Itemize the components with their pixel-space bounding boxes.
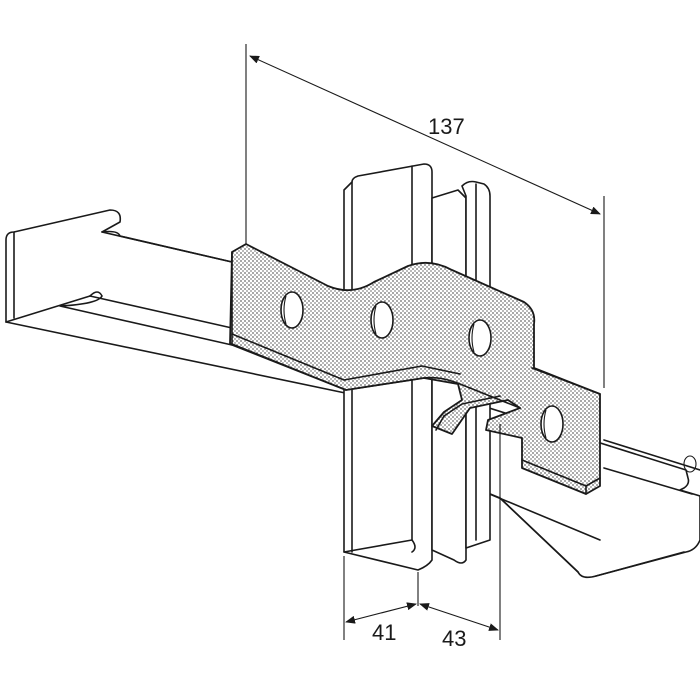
dimension-right-width-label: 43 bbox=[442, 626, 466, 651]
dimension-length-label: 137 bbox=[428, 114, 465, 139]
bracket-plate bbox=[229, 243, 601, 495]
dimension-left-width-label: 41 bbox=[372, 620, 396, 645]
hole-3 bbox=[468, 319, 492, 357]
bracket-holes bbox=[280, 291, 564, 443]
hole-2 bbox=[370, 301, 394, 339]
hole-1 bbox=[280, 291, 304, 329]
hole-4 bbox=[540, 405, 564, 443]
dimension-lines bbox=[245, 44, 605, 640]
